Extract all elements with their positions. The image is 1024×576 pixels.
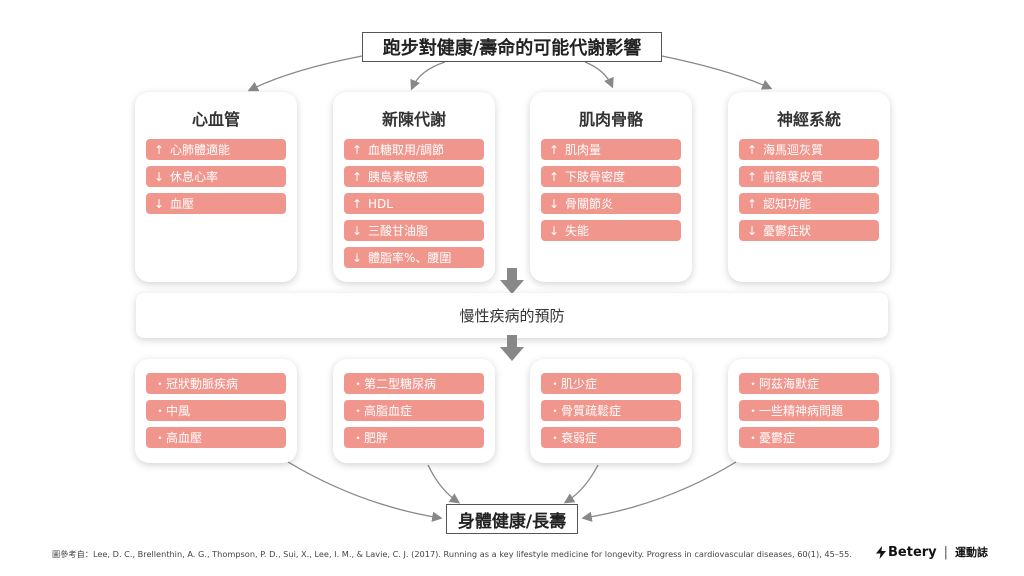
effect-item: ↑胰島素敏感 [344,166,484,187]
arrow-title-to-cardio [247,55,363,92]
category-card-musculoskeletal: 肌肉骨骼 ↑肌肉量 ↑下肢骨密度 ↓骨關節炎 ↓失能 [530,92,692,282]
effect-item: ↑心肺體適能 [146,139,286,160]
disease-item: ・中風 [146,400,286,421]
category-title: 新陳代謝 [381,110,446,129]
disease-card-nervous: ・阿茲海默症 ・一些精神病問題 ・憂鬱症 [728,359,890,463]
category-title: 肌肉骨骼 [578,110,643,129]
arrow-title-to-metabolic [410,61,446,91]
effect-item: ↓血壓 [146,193,286,214]
disease-item: ・阿茲海默症 [739,373,879,394]
disease-card-cardiovascular: ・冠狀動脈疾病 ・中風 ・高血壓 [135,359,297,463]
arrow-musculo-to-health [563,464,599,504]
disease-item: ・高血壓 [146,427,286,448]
brand-subtitle: 運動誌 [955,546,989,559]
disease-card-musculoskeletal: ・肌少症 ・骨質疏鬆症 ・衰弱症 [530,359,692,463]
effect-item: ↑前額葉皮質 [739,166,879,187]
category-card-nervous: 神經系統 ↑海馬迴灰質 ↑前額葉皮質 ↑認知功能 ↓憂鬱症狀 [728,92,890,282]
disease-item: ・憂鬱症 [739,427,879,448]
disease-item: ・骨質疏鬆症 [541,400,681,421]
disease-item: ・高脂血症 [344,400,484,421]
effect-item: ↑血糖取用/調節 [344,139,484,160]
disease-item: ・冠狀動脈疾病 [146,373,286,394]
reference-citation: 圖參考自：Lee, D. C., Brellenthin, A. G., Tho… [52,549,852,559]
disease-card-metabolic: ・第二型糖尿病 ・高脂血症 ・肥胖 [333,359,495,463]
arrow-title-to-musculo [584,61,614,89]
category-card-cardiovascular: 心血管 ↑心肺體適能 ↓休息心率 ↓血壓 [135,92,297,282]
outcome-box: 身體健康/長壽 [446,504,578,534]
effect-item: ↓失能 [541,220,681,241]
effect-item: ↑肌肉量 [541,139,681,160]
arrow-cardio-to-health [287,461,443,522]
arrow-neuro-to-health [581,461,737,522]
effect-item: ↓三酸甘油脂 [344,220,484,241]
effect-item: ↑認知功能 [739,193,879,214]
disease-item: ・衰弱症 [541,427,681,448]
down-arrow-icon [500,335,524,361]
brand-name: Betery [888,544,937,560]
arrow-title-to-neuro [661,55,773,90]
brand-separator: | [943,544,949,560]
disease-item: ・肥胖 [344,427,484,448]
effect-item: ↓憂鬱症狀 [739,220,879,241]
category-title: 心血管 [191,110,240,129]
disease-item: ・一些精神病問題 [739,400,879,421]
down-arrow-icon [500,268,524,294]
effect-item: ↑HDL [344,193,484,214]
category-title: 神經系統 [776,110,841,129]
category-card-metabolic: 新陳代謝 ↑血糖取用/調節 ↑胰島素敏感 ↑HDL ↓三酸甘油脂 ↓體脂率%、腰… [333,92,495,282]
prevention-banner: 慢性疾病的預防 [136,293,888,338]
bolt-icon [876,545,886,559]
arrow-metabolic-to-health [427,464,461,504]
effect-item: ↓骨關節炎 [541,193,681,214]
effect-item: ↓休息心率 [146,166,286,187]
disease-item: ・第二型糖尿病 [344,373,484,394]
brand-logo: Betery | 運動誌 [876,544,988,560]
effect-item: ↑下肢骨密度 [541,166,681,187]
disease-item: ・肌少症 [541,373,681,394]
effect-item: ↓體脂率%、腰圍 [344,247,484,268]
diagram-title: 跑步對健康/壽命的可能代謝影響 [362,32,662,62]
effect-item: ↑海馬迴灰質 [739,139,879,160]
